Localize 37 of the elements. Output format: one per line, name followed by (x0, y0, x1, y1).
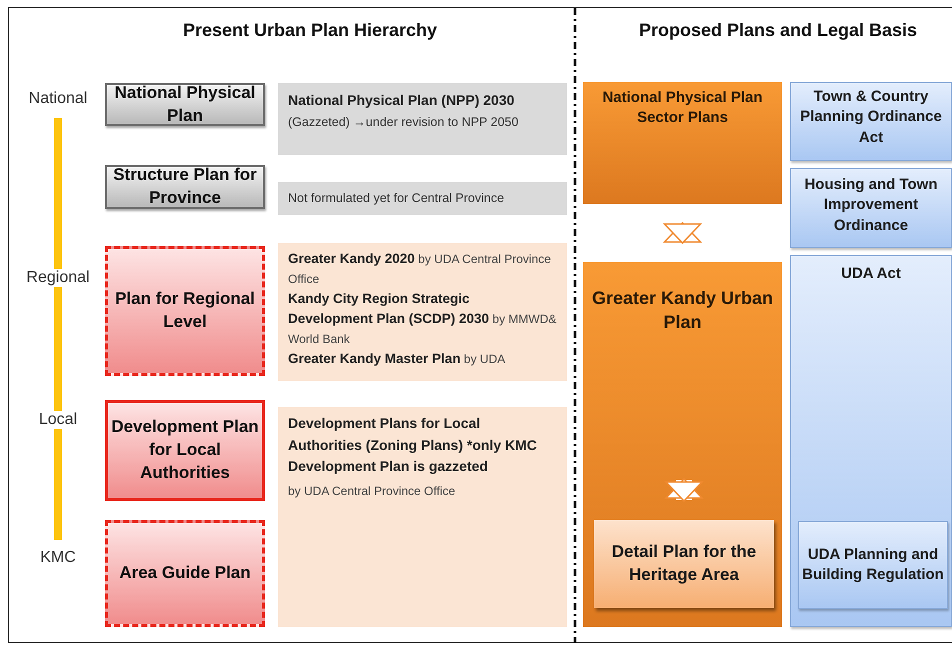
node-text: Not formulated yet for Central Province (288, 190, 504, 207)
double-arrow (665, 478, 703, 502)
section-heading: Present Urban Plan Hierarchy (182, 20, 438, 41)
plan-box (105, 520, 265, 627)
node-text: Town & Country Planning Ordinance Act (799, 87, 943, 148)
node-text: by UDA Central Province Office (288, 483, 456, 500)
node-text: UDA Planning and Building Regulation (801, 544, 945, 585)
note-panel (278, 182, 567, 215)
node-text: Detail Plan for the Heritage Area (610, 541, 758, 586)
node-text: Greater Kandy Urban Plan (590, 287, 774, 334)
law-box (798, 521, 948, 609)
node-text: Area Guide Plan (119, 562, 251, 584)
plan-box (105, 400, 265, 501)
node-text: Housing and Town Improvement Ordinance (803, 175, 939, 236)
note-panel (278, 83, 567, 155)
double-arrow (664, 222, 702, 244)
plan-box (583, 262, 782, 627)
section-heading: Proposed Plans and Legal Basis (638, 20, 918, 41)
node-text: National Physical Plan (114, 82, 256, 126)
node-text: Development Plan for Local Authorities (110, 416, 260, 484)
node-text: (Gazzeted) →under revision to NPP 2050 (288, 114, 518, 131)
node-text: Development Plans for Local Authorities (Zoning Plans) *only KMC Development Plan is gazzeted (288, 414, 538, 476)
plan-box (594, 520, 774, 608)
node-text: National Physical Plan (NPP) 2030 (288, 91, 514, 110)
plan-box (583, 82, 782, 204)
node-text: Greater Kandy Master Plan by UDA (288, 350, 506, 368)
node-text: Greater Kandy 2020 by UDA Central Province Office (288, 250, 552, 288)
note-panel (278, 407, 567, 627)
node-text: UDA Act (841, 264, 901, 284)
law-box (790, 82, 952, 161)
node-text: Structure Plan for Province (112, 164, 258, 209)
note-panel (278, 243, 567, 381)
node-text: Plan for Regional Level (114, 288, 256, 333)
law-box (790, 168, 952, 248)
plan-box (105, 246, 265, 376)
law-box (790, 255, 952, 627)
node-text: National Physical Plan Sector Plans (601, 88, 764, 128)
